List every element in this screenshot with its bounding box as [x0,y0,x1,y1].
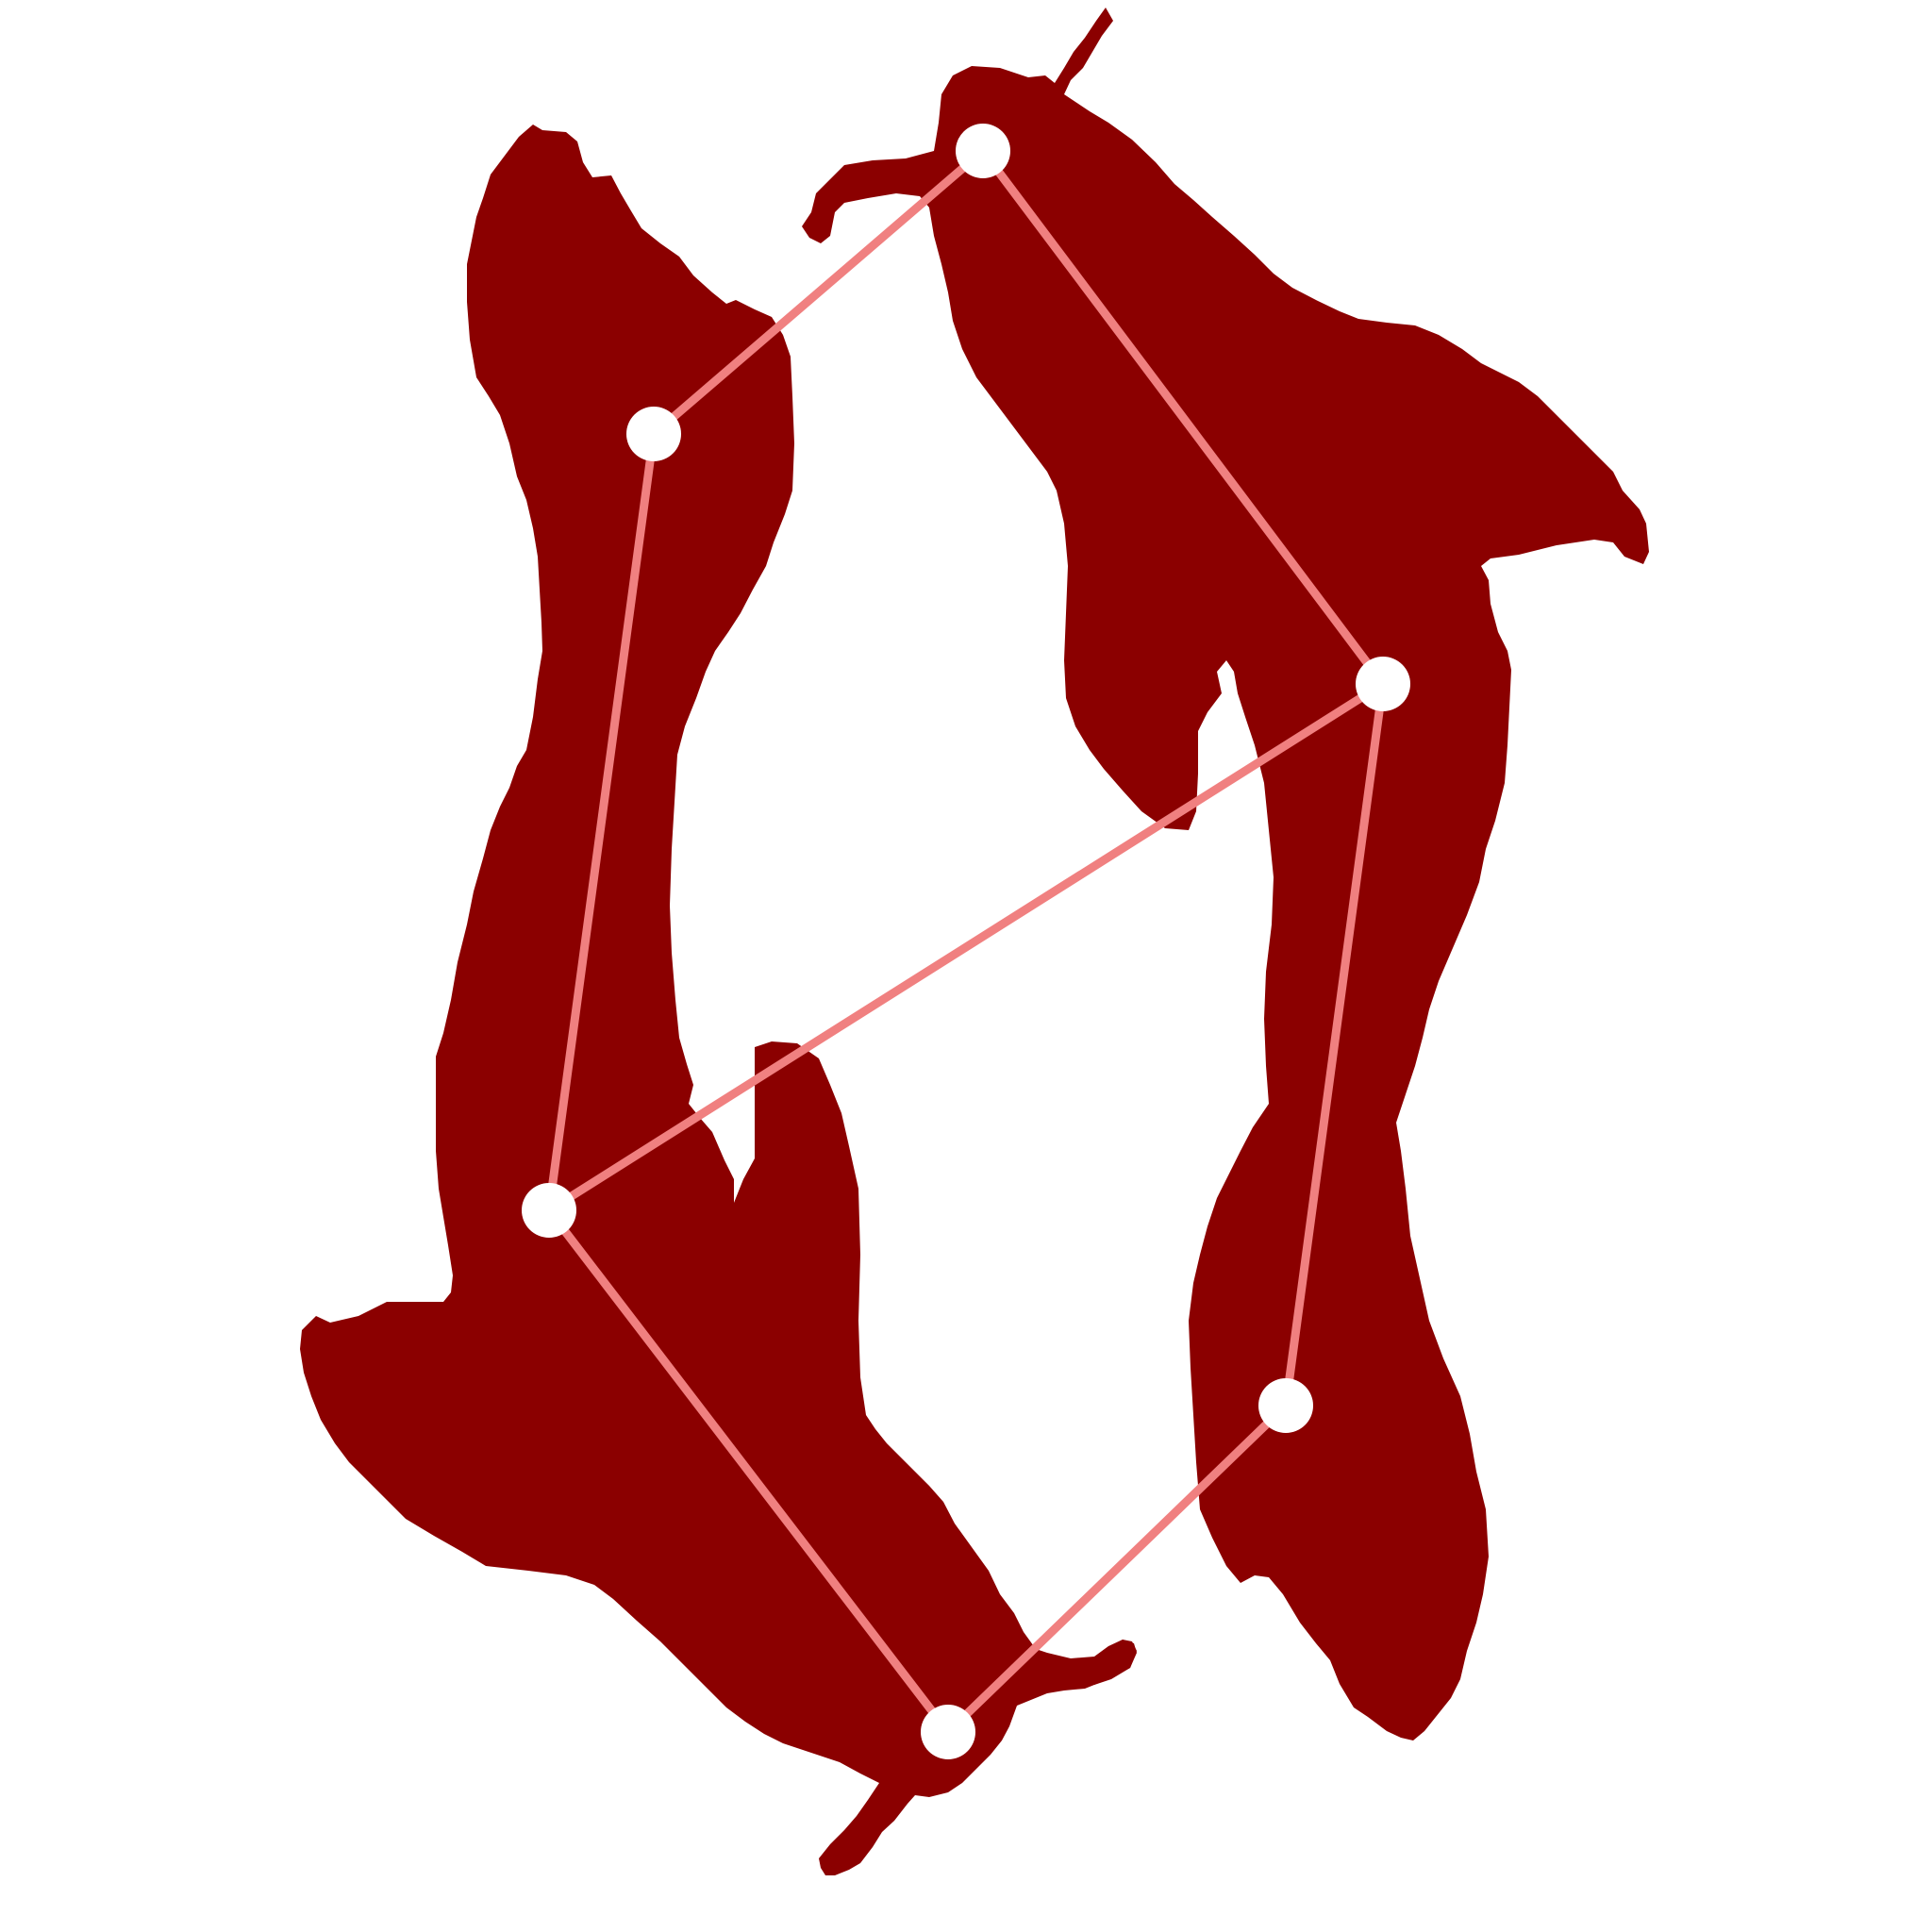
silhouettes-group [300,8,1649,1875]
nodes-group [522,124,1410,1759]
node-mid-right [1356,657,1410,711]
edge-top-to-mid-right [978,146,1388,689]
edge-mid-right-to-lower-right [1281,679,1388,1410]
edge-mid-right-to-mid-left [544,679,1388,1215]
edge-mid-left-to-bottom [544,1206,953,1737]
lower-hook-silhouette [1085,1640,1137,1685]
node-mid-left [522,1183,576,1238]
connector-lines-group [544,146,1388,1737]
node-bottom [921,1705,975,1759]
edge-top-left-to-mid-left [544,429,658,1215]
node-top [956,124,1010,178]
node-top-left [626,407,681,461]
node-lower-right [1258,1378,1313,1433]
edge-top-left-to-top [649,146,988,439]
edge-lower-right-to-bottom [943,1401,1291,1737]
left-bird-silhouette [300,125,1137,1875]
right-bird-silhouette [802,8,1649,1740]
